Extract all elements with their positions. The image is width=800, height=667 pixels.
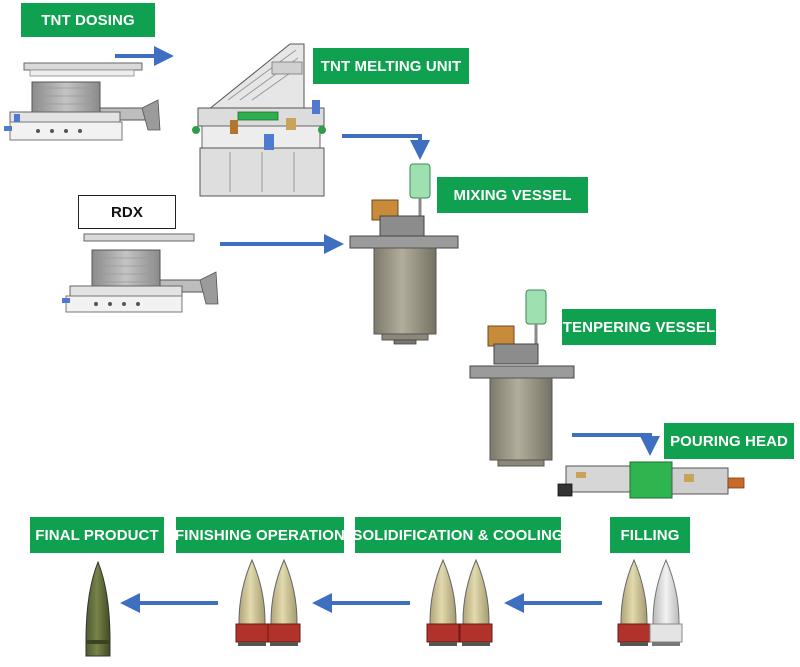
label-tnt-dosing: TNT DOSING — [21, 3, 155, 37]
label-tempering-vessel: TENPERING VESSEL — [562, 309, 716, 345]
label-mixing-vessel: MIXING VESSEL — [437, 177, 588, 213]
label-rdx: RDX — [78, 195, 176, 229]
label-filling: FILLING — [610, 517, 690, 553]
filling-shells — [617, 558, 683, 646]
finishing-shells — [235, 558, 301, 646]
label-final-product: FINAL PRODUCT — [30, 517, 164, 553]
arrow-tempering-to-pouring — [572, 433, 660, 456]
label-finishing-operation: FINISHING OPERATION — [175, 517, 345, 553]
solidification-shells — [426, 558, 493, 646]
rdx-dosing-machine — [62, 233, 219, 313]
tnt-melting-unit-machine — [192, 43, 326, 197]
tnt-dosing-machine — [4, 62, 161, 141]
mixing-vessel-machine — [349, 163, 459, 345]
flow-arrows — [115, 46, 660, 613]
arrow-melting-to-mixing — [342, 134, 430, 160]
label-solidification-cooling: SOLIDIFICATION & COOLING — [352, 517, 564, 553]
final-product-shell — [85, 560, 111, 657]
label-pouring-head: POURING HEAD — [664, 423, 794, 459]
pouring-head-machine — [557, 461, 745, 499]
tempering-vessel-machine — [469, 289, 575, 467]
label-tnt-melting-unit: TNT MELTING UNIT — [313, 48, 469, 84]
